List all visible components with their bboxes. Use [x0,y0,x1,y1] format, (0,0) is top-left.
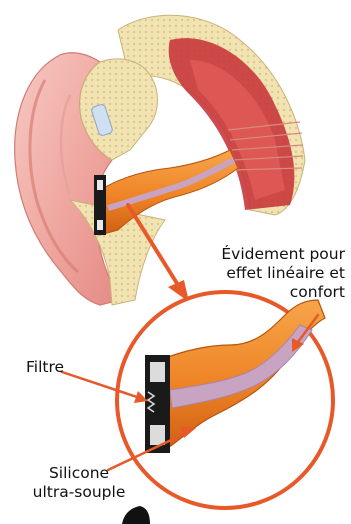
label-evidement-line2: effet linéaire et [170,264,345,283]
label-evidement: Évidement pour effet linéaire et confort [170,245,345,302]
label-evidement-line1: Évidement pour [170,245,345,264]
label-silicone: Silicone ultra-souple [24,464,134,502]
label-filtre: Filtre [26,358,64,377]
inserted-plug [100,150,238,235]
filter-block [145,355,170,453]
label-silicone-line1: Silicone [24,464,134,483]
label-silicone-line2: ultra-souple [24,483,134,502]
label-evidement-line3: confort [170,283,345,302]
bottom-shadow-shape [122,506,150,524]
